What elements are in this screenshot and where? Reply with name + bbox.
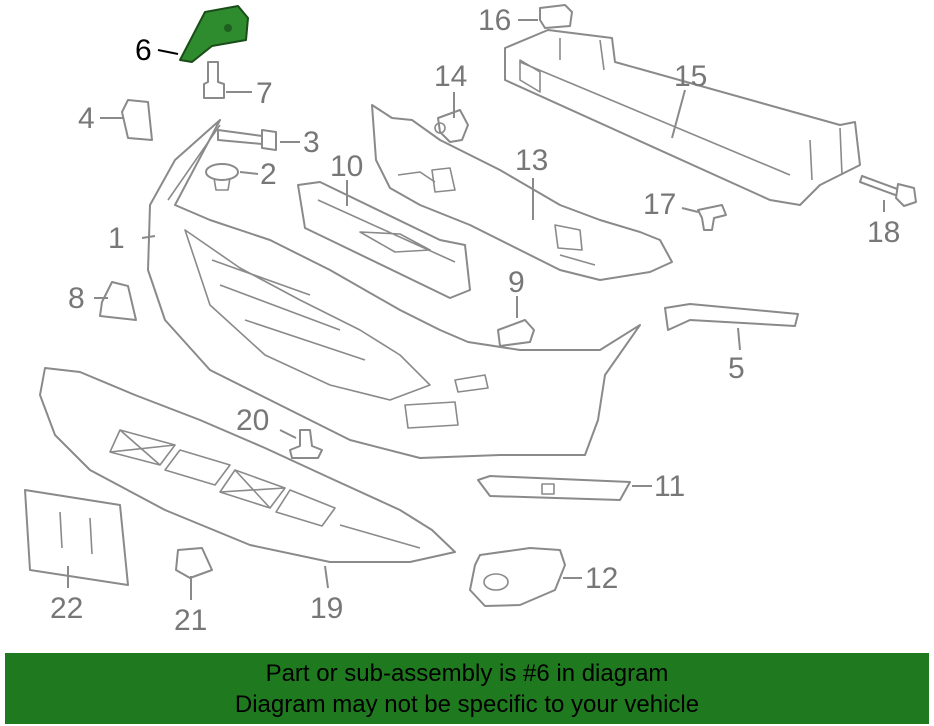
part-16-cap: [539, 4, 573, 29]
part-2-plug: [205, 163, 239, 191]
callout-14: 14: [434, 60, 467, 93]
info-banner: Part or sub-assembly is #6 in diagram Di…: [5, 653, 929, 724]
exploded-parts-diagram: 1 2 3 4 5 6 7 8 9 10 11 12 13 14 15 16 1…: [24, 4, 917, 637]
callout-11: 11: [654, 470, 685, 503]
part-10-bracket: [297, 181, 471, 299]
leader-lines: [67, 19, 885, 600]
part-13-energy-absorber: [371, 104, 673, 281]
callout-16: 16: [478, 4, 511, 37]
part-5-bracket: [664, 303, 799, 331]
callout-8: 8: [68, 282, 85, 315]
part-21-clip: [175, 547, 213, 579]
part-3-bolt: [217, 129, 277, 151]
part-15-reinforcement-beam: [504, 29, 861, 206]
callout-19: 19: [310, 592, 343, 625]
part-14-sensor: [434, 109, 469, 143]
callout-4: 4: [78, 102, 95, 135]
callout-17: 17: [643, 188, 676, 221]
callout-9: 9: [508, 266, 525, 299]
banner-line-2: Diagram may not be specific to your vehi…: [234, 691, 700, 718]
callout-7: 7: [256, 77, 273, 110]
part-7-bolt: [203, 61, 225, 99]
part-6-highlighted-bracket: [179, 5, 249, 63]
part-4-bracket: [121, 99, 153, 141]
callout-21: 21: [174, 604, 207, 637]
callout-10: 10: [330, 150, 363, 183]
part-8-bracket: [99, 281, 137, 321]
callout-3: 3: [303, 126, 320, 159]
callout-2: 2: [260, 158, 277, 191]
part-9-cover: [497, 319, 535, 347]
part-11-strip: [477, 475, 631, 501]
callout-6-highlighted: 6: [135, 34, 152, 67]
callout-13: 13: [515, 144, 548, 177]
part-17-clip: [697, 204, 727, 231]
part-19-splash-shield: [39, 367, 456, 563]
part-22-plate-bracket: [24, 489, 129, 586]
callout-5: 5: [728, 352, 745, 385]
banner-line-1: Part or sub-assembly is #6 in diagram: [265, 660, 669, 687]
part-20-clip: [289, 429, 323, 459]
callout-15: 15: [674, 60, 707, 93]
part-18-bolt: [859, 175, 917, 207]
callout-12: 12: [585, 562, 618, 595]
callout-1: 1: [108, 222, 125, 255]
callout-18: 18: [867, 216, 900, 249]
callout-22: 22: [50, 592, 83, 625]
part-1-bumper-cover: [147, 119, 641, 459]
callout-20: 20: [236, 404, 269, 437]
callout-numbers: 1 2 3 4 5 6 7 8 9 10 11 12 13 14 15 16 1…: [50, 4, 900, 637]
part-12-fog-bracket: [469, 547, 566, 607]
